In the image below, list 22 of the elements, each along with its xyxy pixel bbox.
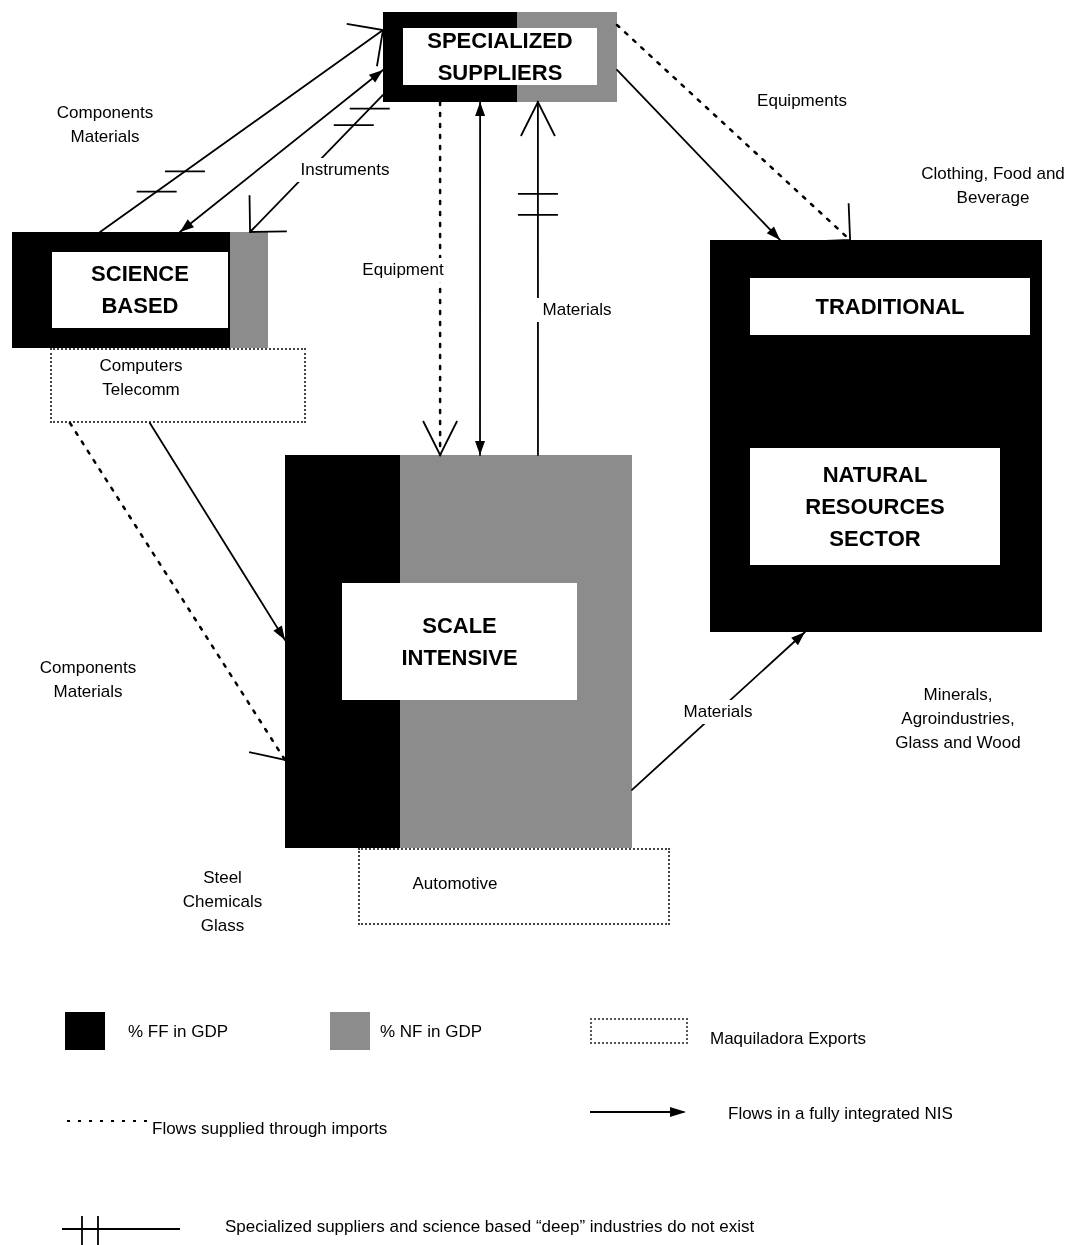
legend-label: Maquiladora Exports	[710, 1028, 867, 1050]
sector-name: SCALE INTENSIVE	[400, 611, 519, 672]
sector-name: SPECIALIZED SUPPLIERS	[426, 26, 574, 87]
legend-label: Flows supplied through imports	[152, 1118, 389, 1140]
industry-label: Computers Telecomm	[99, 356, 183, 399]
legend-label: % NF in GDP	[380, 1021, 484, 1043]
sector-block	[12, 232, 268, 348]
legend-label: % FF in GDP	[128, 1021, 230, 1043]
legend-label: Flows in a fully integrated NIS	[728, 1103, 954, 1125]
maquiladora-box	[50, 348, 306, 423]
maquiladora-box	[358, 848, 670, 925]
industry-label: Minerals, Agroindustries, Glass and Wood	[894, 684, 1022, 754]
sector-block	[383, 12, 617, 102]
sector-block	[285, 455, 632, 848]
sector-name: TRADITIONAL	[815, 292, 965, 321]
sector-name: SCIENCE BASED	[90, 260, 190, 320]
industry-label: Automotive	[412, 874, 498, 893]
sector-block	[710, 240, 1042, 632]
industry-label: Steel Chemicals Glass	[181, 867, 264, 937]
sector-name: NATURAL RESOURCES SECTOR	[804, 460, 946, 553]
industry-label: Clothing, Food and Beverage	[920, 163, 1066, 209]
legend-label: Specialized suppliers and science based “deep” industries do not exist	[225, 1216, 756, 1238]
